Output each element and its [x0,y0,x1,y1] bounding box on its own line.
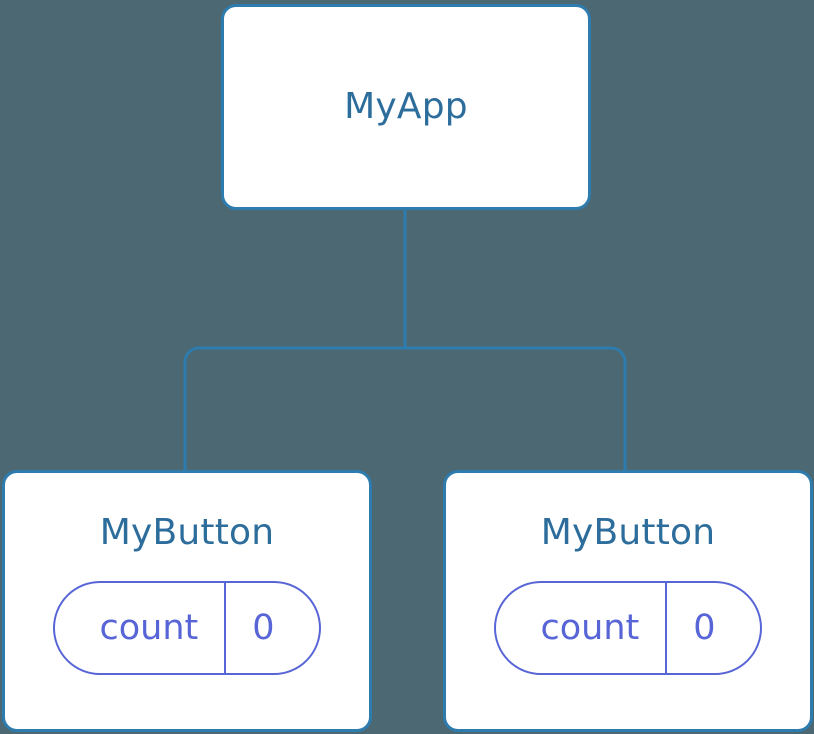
state-pill[interactable]: count 0 [53,581,321,675]
node-myapp[interactable]: MyApp [221,4,591,210]
node-title: MyApp [344,86,468,127]
node-title: MyButton [99,512,275,553]
state-value: 0 [665,583,759,673]
state-key-label: count [99,607,199,648]
node-title: MyButton [540,512,716,553]
state-pill[interactable]: count 0 [494,581,762,675]
state-key: count [55,583,224,673]
node-mybutton-1[interactable]: MyButton count 0 [2,470,372,732]
connector-branch-left [183,346,405,470]
state-value: 0 [224,583,318,673]
state-value-label: 0 [252,607,275,648]
connector-branch-right [405,346,627,470]
state-key: count [496,583,665,673]
state-key-label: count [540,607,640,648]
node-mybutton-2[interactable]: MyButton count 0 [443,470,813,732]
state-value-label: 0 [693,607,716,648]
